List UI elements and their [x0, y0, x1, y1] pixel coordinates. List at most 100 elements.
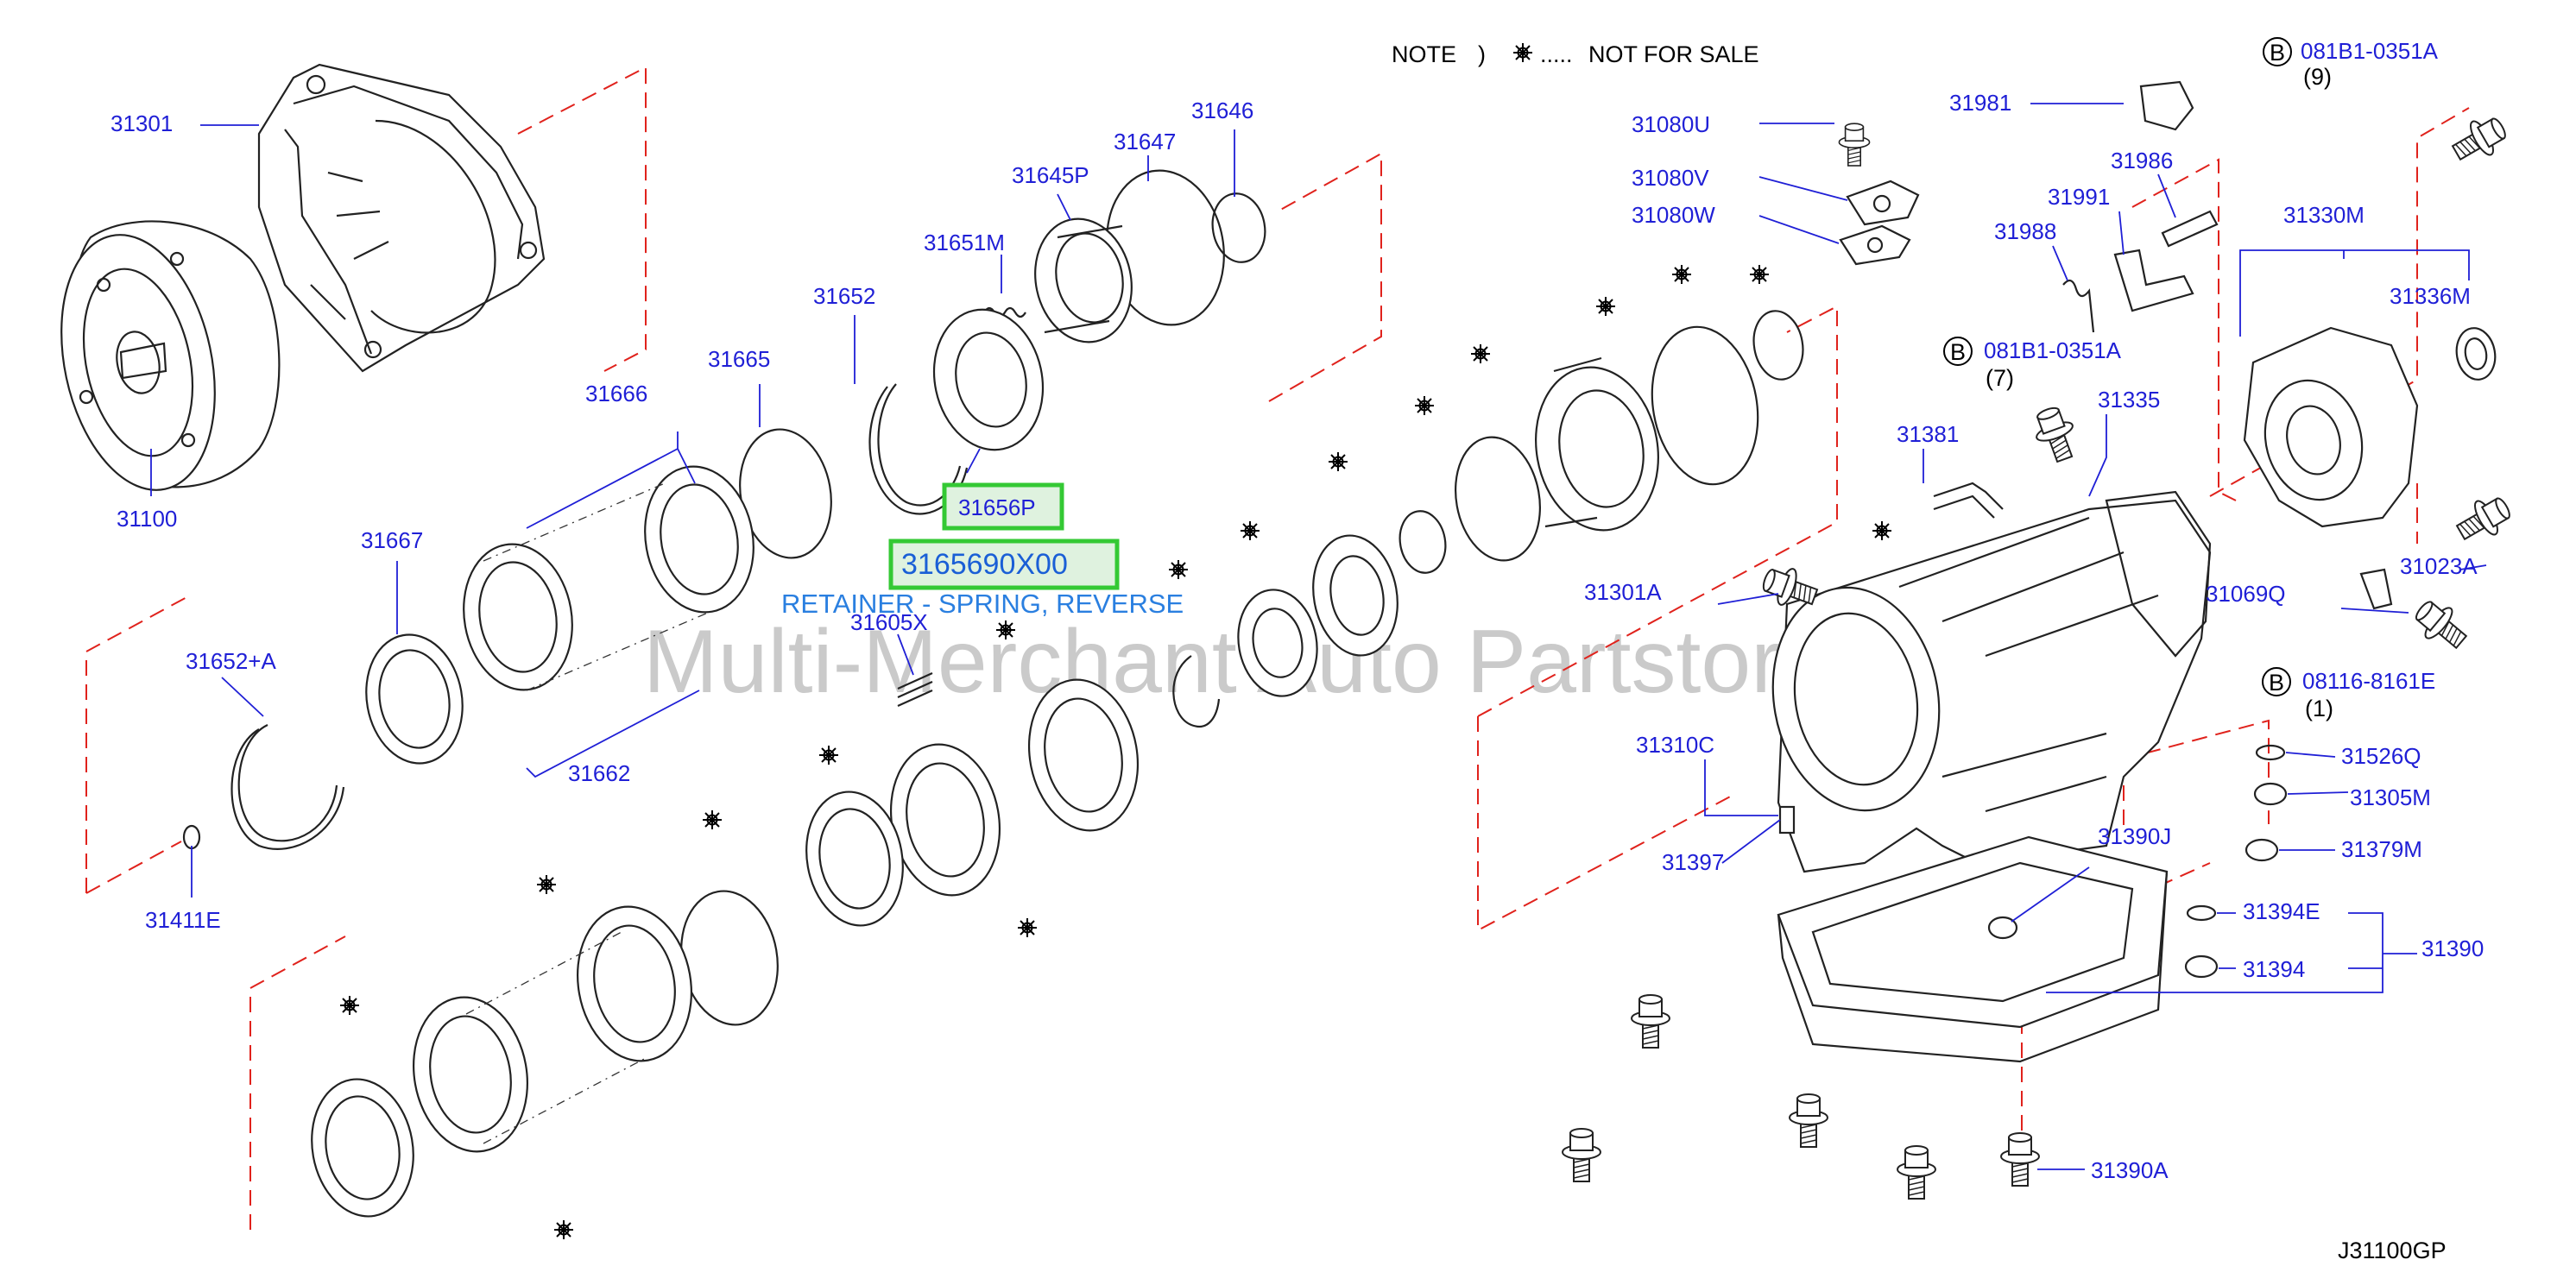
- label-31381: 31381: [1897, 421, 1959, 447]
- clutch-disc-31667[interactable]: [357, 627, 472, 772]
- label-31667: 31667: [361, 527, 423, 553]
- snap-ring-31652A[interactable]: [230, 724, 345, 850]
- washer-31526Q[interactable]: [2255, 744, 2286, 761]
- label-31666: 31666: [585, 381, 647, 406]
- bolt-ref-qty: (9): [2303, 64, 2332, 90]
- seal-ring-drum-b[interactable]: [1748, 307, 1808, 384]
- bolt-ref-qty: (7): [1986, 365, 2014, 391]
- torque-converter-31100[interactable]: [40, 220, 281, 505]
- lever-31991[interactable]: [2113, 249, 2194, 312]
- extension-housing-31330M[interactable]: [2243, 326, 2419, 528]
- bolt-ref-3[interactable]: B 08116-8161E (1): [2262, 667, 2435, 721]
- bolt-ref-qty: (1): [2305, 696, 2333, 721]
- label-31394: 31394: [2243, 956, 2305, 982]
- label-31301: 31301: [110, 110, 173, 136]
- watermark: Multi-Merchant Auto Partstore: [643, 612, 1831, 712]
- bolt-ref-circle: [1943, 337, 1973, 366]
- bolt-ref-1[interactable]: B 081B1-0351A (9): [2263, 37, 2439, 90]
- washer-31394E[interactable]: [2186, 904, 2217, 922]
- label-31305M: 31305M: [2350, 784, 2431, 810]
- label-31310C: 31310C: [1636, 732, 1714, 758]
- label-31335: 31335: [2098, 387, 2160, 413]
- label-31390A: 31390A: [2091, 1157, 2169, 1183]
- label-31652A: 31652+A: [186, 648, 276, 674]
- check-ball-31411E[interactable]: [182, 824, 201, 850]
- clutch-pack-bottom[interactable]: [301, 884, 788, 1225]
- gasket-31335[interactable]: [2105, 490, 2212, 658]
- note-paren: ): [1478, 41, 1486, 67]
- part-labels: 31301 31100 31666 31665 31652 31651M 316…: [110, 90, 2484, 1183]
- converter-housing-31301[interactable]: [257, 63, 546, 373]
- label-31652: 31652: [813, 283, 875, 309]
- retainer-31656P[interactable]: [921, 299, 1055, 460]
- bolt-ref-code: 08116-8161E: [2302, 668, 2435, 694]
- label-31336M: 31336M: [2390, 283, 2471, 309]
- gasket-31080W[interactable]: [1839, 224, 1911, 266]
- label-31080U: 31080U: [1632, 111, 1710, 137]
- label-31981: 31981: [1949, 90, 2011, 116]
- label-31605X: 31605X: [850, 609, 928, 635]
- magnet-31390J[interactable]: [1987, 916, 2018, 940]
- not-for-sale-icon: [1512, 42, 1533, 63]
- label-31651M: 31651M: [924, 230, 1005, 255]
- spring-31651M[interactable]: [983, 306, 1026, 318]
- selected-part-callout[interactable]: 31656P 3165690X00 RETAINER - SPRING, REV…: [781, 482, 1184, 619]
- spring-31988[interactable]: [2062, 279, 2095, 333]
- piston-31645P[interactable]: [1024, 210, 1143, 351]
- bolt-ref-2[interactable]: B 081B1-0351A (7): [1943, 337, 2122, 391]
- snap-ring-center[interactable]: [1172, 655, 1221, 728]
- dowel-31397[interactable]: [1778, 805, 1796, 835]
- cap-31981[interactable]: [2139, 80, 2194, 131]
- label-31646: 31646: [1191, 98, 1253, 123]
- oil-seal-31336M[interactable]: [2453, 325, 2499, 383]
- bolt-ref-letter: B: [1950, 339, 1966, 365]
- plug-31305M[interactable]: [2253, 782, 2288, 806]
- spring-31605X[interactable]: [897, 671, 933, 708]
- diagram-code: J31100GP: [2338, 1238, 2447, 1263]
- label-31100: 31100: [117, 506, 177, 532]
- label-31397: 31397: [1662, 849, 1724, 875]
- bolt-ref-letter: B: [2269, 670, 2284, 696]
- label-31645P: 31645P: [1012, 162, 1089, 188]
- bearing[interactable]: [1304, 529, 1407, 663]
- tube-31381[interactable]: [1933, 482, 2004, 519]
- seal-ring-small[interactable]: [1395, 507, 1450, 576]
- clutch-pack-31666[interactable]: [452, 458, 765, 699]
- label-31379M: 31379M: [2341, 836, 2422, 862]
- drain-plug-31394[interactable]: [2184, 954, 2219, 979]
- label-31330M: 31330M: [2283, 202, 2364, 228]
- bolt-31080U[interactable]: [1838, 123, 1871, 167]
- label-31080W: 31080W: [1632, 202, 1715, 228]
- label-31665: 31665: [708, 346, 770, 372]
- label-31069Q: 31069Q: [2206, 581, 2286, 607]
- bracket-31069Q[interactable]: [2359, 568, 2393, 610]
- drum-assembly[interactable]: [1524, 356, 1671, 539]
- leader-lines: [150, 103, 2487, 1170]
- seal-ring-large[interactable]: [1446, 431, 1550, 567]
- selected-code-box: [942, 482, 1064, 531]
- label-31662: 31662: [568, 760, 630, 786]
- planetary-gear[interactable]: [1230, 583, 1325, 702]
- reference-dash-lines: [85, 66, 2470, 1230]
- label-31301A: 31301A: [1584, 579, 1662, 605]
- label-31526Q: 31526Q: [2341, 743, 2421, 769]
- plug-31379M[interactable]: [2245, 838, 2279, 862]
- label-31986: 31986: [2111, 148, 2173, 173]
- label-31647: 31647: [1114, 129, 1176, 154]
- note-dots: .....: [1540, 41, 1573, 67]
- oil-pan-31390[interactable]: [1777, 835, 2169, 1063]
- transmission-case-31335[interactable]: [1756, 499, 2212, 873]
- gasket-31080V[interactable]: [1846, 180, 1920, 226]
- selected-number-box: [888, 539, 1120, 590]
- clutch-pack-lower[interactable]: [796, 671, 1149, 934]
- bolt-ref-code: 081B1-0351A: [2301, 38, 2439, 64]
- label-31394E: 31394E: [2243, 898, 2320, 924]
- seal-ring-drum-a[interactable]: [1640, 318, 1770, 493]
- selected-part-number: 3165690X00: [901, 548, 1068, 581]
- seal-ring-31646[interactable]: [1208, 189, 1271, 266]
- selected-part-code: 31656P: [958, 494, 1036, 520]
- label-31411E: 31411E: [145, 907, 221, 933]
- pin-31986[interactable]: [2161, 210, 2219, 248]
- note-prefix: NOTE: [1392, 41, 1456, 67]
